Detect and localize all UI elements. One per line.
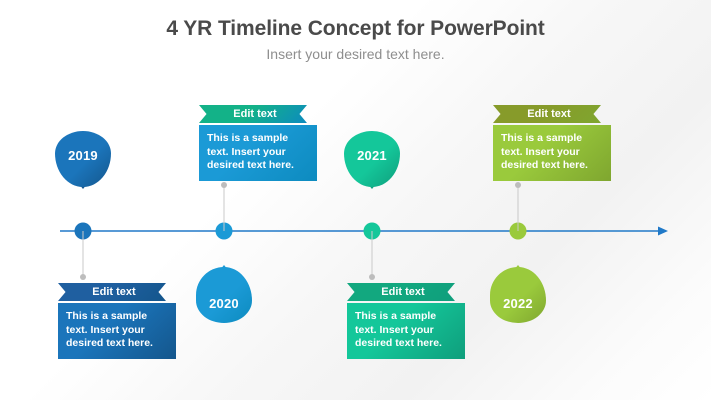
ribbon-banner[interactable]: Edit text xyxy=(199,105,307,123)
year-label: 2022 xyxy=(503,296,533,311)
page-subtitle: Insert your desired text here. xyxy=(266,46,445,62)
year-marker-2022[interactable]: 2022 xyxy=(490,265,546,323)
callout-body-text: This is a sample text. Insert your desir… xyxy=(58,303,176,359)
leader-endpoint-dot xyxy=(369,274,375,280)
callout-body-text: This is a sample text. Insert your desir… xyxy=(347,303,465,359)
leader-line-2019 xyxy=(82,231,84,277)
year-marker-2021[interactable]: 2021 xyxy=(344,131,400,189)
year-label: 2020 xyxy=(209,296,239,311)
teardrop-shape xyxy=(55,131,111,187)
year-label: 2021 xyxy=(357,148,387,163)
header: 4 YR Timeline Concept for PowerPoint Ins… xyxy=(0,16,711,63)
leader-line-2020 xyxy=(223,185,225,231)
callout-body-text: This is a sample text. Insert your desir… xyxy=(199,125,317,181)
ribbon-banner[interactable]: Edit text xyxy=(58,283,166,301)
teardrop-shape xyxy=(344,131,400,187)
year-marker-2019[interactable]: 2019 xyxy=(55,131,111,189)
timeline-dot-2020[interactable] xyxy=(215,222,233,240)
ribbon-banner[interactable]: Edit text xyxy=(493,105,601,123)
leader-line-2021 xyxy=(371,231,373,277)
teardrop-shape xyxy=(196,267,252,323)
leader-endpoint-dot xyxy=(221,182,227,188)
leader-line-2022 xyxy=(517,185,519,231)
callout-body-text: This is a sample text. Insert your desir… xyxy=(493,125,611,181)
page-title: 4 YR Timeline Concept for PowerPoint xyxy=(166,17,545,40)
year-label: 2019 xyxy=(68,148,98,163)
timeline-dot-2022[interactable] xyxy=(509,222,527,240)
year-marker-2020[interactable]: 2020 xyxy=(196,265,252,323)
leader-endpoint-dot xyxy=(515,182,521,188)
teardrop-shape xyxy=(490,267,546,323)
leader-endpoint-dot xyxy=(80,274,86,280)
ribbon-banner[interactable]: Edit text xyxy=(347,283,455,301)
arrow-right-icon xyxy=(658,226,668,236)
